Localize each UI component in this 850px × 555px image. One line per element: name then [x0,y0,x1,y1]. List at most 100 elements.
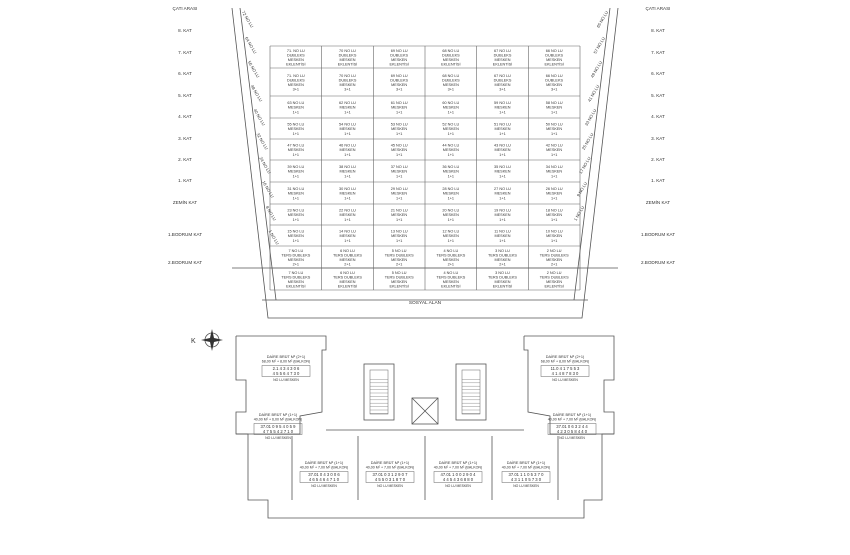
left-wing-unit-label: 72 NO LU [241,10,255,29]
unit-cell-label: 1+1 [344,239,350,243]
unit-cell-label: MESKEN [443,258,459,262]
unit-cell-label: 55 NO LU [287,123,304,127]
unit-cell-label: 13 NO LU [391,230,408,234]
unit-cell-label: 1+1 [448,132,454,136]
unit-cell-label: MESKEN [546,106,562,110]
unit-cell-label: DUBLEKS [545,53,563,57]
unit-cell-label: 71. NO LU [287,74,305,78]
unit-code-line-1: 37.01 0 9 5 4 0 5 9 [261,424,297,429]
unit-cell-label: 37 NO LU [391,165,408,169]
unit-note: NO LU MESKEN [265,436,291,440]
unit-cell-label: MESKEN [339,192,355,196]
unit-cell-label: MESKEN [391,258,407,262]
unit-cell-label: 3+1 [344,88,350,92]
floor-label-left: 1.BODRUM KAT [168,232,202,237]
unit-cell-label: 1+1 [293,110,299,114]
unit-cell-label: MESKEN [391,127,407,131]
unit-cell-label: 3+1 [448,88,454,92]
unit-area-value: 68,00 M² + 8,00 M² (BALKON) [262,360,310,364]
unit-cell-label: TERS DUBLEKS [540,253,569,257]
unit-code-box [547,423,597,435]
unit-area-title: DAİRE BRÜT M² (1+1) [507,460,546,465]
unit-cell-label: 34 NO LU [546,165,563,169]
unit-cell-label: 71. NO LU [287,49,305,53]
unit-cell-label: MESKEN [288,106,304,110]
unit-area-title: DAİRE BRÜT M² (2+1) [267,354,306,359]
unit-cell-label: 45 NO LU [391,144,408,148]
right-wing-unit-label: 41 NO LU [587,84,601,103]
floor-label-right: 2. KAT [651,157,665,162]
unit-code-line-2: 4 5 5 0 3 1 8 7 0 [375,477,406,482]
right-wing-unit-label: 49 NO LU [589,60,603,79]
north-label: K [191,338,196,345]
unit-cell-label: 6 NO LU [340,249,355,253]
unit-cell-label: 1+1 [293,239,299,243]
unit-cell-label: MESKEN [546,234,562,238]
unit-code-box [433,471,483,483]
unit-code-line-2: 4 4 5 4 3 6 8 8 0 [443,477,474,482]
unit-cell-label: MESKEN [339,106,355,110]
unit-cell-label: MESKEN [391,83,407,87]
unit-cell-label: MESKEN [288,148,304,152]
unit-cell-label: MESKEN [339,127,355,131]
unit-cell-label: MESKEN [339,213,355,217]
unit-cell-label: EKLENTİSİ [544,284,563,289]
floor-label-right: 3. KAT [651,136,665,141]
floor-label-right: 6. KAT [651,71,665,76]
unit-cell-label: 36 NO LU [442,165,459,169]
unit-cell-label: 1+1 [448,196,454,200]
unit-cell-label: 62 NO LU [339,101,356,105]
unit-cell-label: MESKEN [391,106,407,110]
unit-cell-label: 1+1 [551,132,557,136]
unit-cell-label: MESKEN [443,213,459,217]
unit-cell-label: 1+1 [448,239,454,243]
unit-cell-label: MESKEN [391,58,407,62]
unit-cell-label: 1+1 [499,218,505,222]
unit-cell-label: DUBLEKS [339,78,357,82]
left-wing-unit-label: 1 NO LU [268,229,280,246]
unit-cell-label: 2 NO LU [547,271,562,275]
section-outline [231,7,619,319]
floor-label-left: 2. KAT [178,157,192,162]
unit-note: NO LU MESKEN [273,378,299,382]
unit-cell-label: 1+1 [448,218,454,222]
unit-cell-label: 53 NO LU [391,123,408,127]
unit-code-line-2: 4 7 5 5 4 2 7 1 0 [263,429,294,434]
social-area-label: SOSYAL ALAN [409,300,442,306]
unit-cell-label: 1+1 [396,132,402,136]
unit-cell-label: TERS DUBLEKS [385,253,414,257]
unit-code-line-2: 4 5 5 6 4 7 3 0 [273,371,300,376]
floor-label-left: 3. KAT [178,136,192,141]
unit-cell-label: EKLENTİSİ [493,62,512,67]
unit-cell-label: MESKEN [288,213,304,217]
elevator-cross-2 [411,397,439,425]
unit-area-value: 40,00 M² + 7,00 M² (BALKON) [300,466,348,470]
unit-cell-label: 2+1 [499,263,505,267]
unit-cell-label: 29 NO LU [391,187,408,191]
unit-code-box [261,365,311,377]
unit-cell-label: 18 NO LU [546,209,563,213]
unit-cell-label: DUBLEKS [442,78,460,82]
unit-area-value: 40,00 M² + 7,00 M² (BALKON) [548,418,596,422]
unit-cell-label: 47 NO LU [287,144,304,148]
unit-cell-label: 1+1 [344,132,350,136]
unit-cell-label: 35 NO LU [494,165,511,169]
unit-cell-label: 60 NO LU [442,101,459,105]
unit-code-box [253,423,303,435]
left-wing-unit-label: 56 NO LU [247,60,261,79]
north-arrow-icon [201,329,223,351]
unit-code-line-1: 47.01 1 0 0 2 9 0 4 [441,472,477,477]
unit-cell-label: 10 NO LU [546,230,563,234]
unit-cell-label: 4 NO LU [443,271,458,275]
unit-cell-label: MESKEN [288,170,304,174]
unit-cell-label: 1+1 [293,153,299,157]
unit-code-line-2: 4 2 3 0 5 8 4 4 0 [557,429,588,434]
unit-cell-label: EKLENTİSİ [286,284,305,289]
unit-area-title: DAİRE BRÜT M² (1+1) [553,412,592,417]
unit-cell-label: DUBLEKS [494,53,512,57]
unit-cell-label: MESKEN [443,192,459,196]
unit-cell-label: MESKEN [443,83,459,87]
unit-cell-label: 1+1 [396,196,402,200]
unit-cell-label: DUBLEKS [390,53,408,57]
